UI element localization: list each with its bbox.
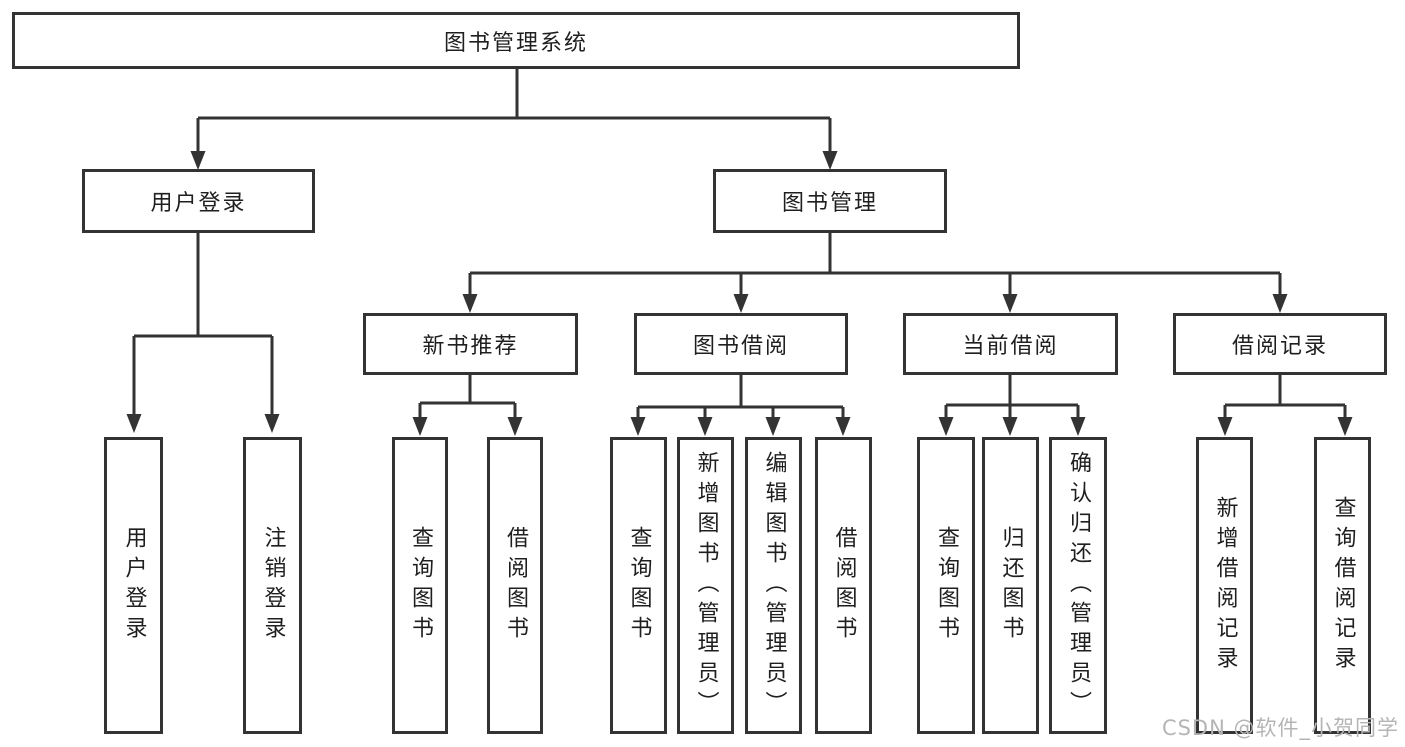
node-root-label: 图书管理系统 xyxy=(443,30,588,56)
leaf-recommend-query-books-label: 查询图书 xyxy=(408,525,433,646)
leaf-records-query-record-label: 查询借阅记录 xyxy=(1330,495,1356,676)
node-borrow-records-label: 借阅记录 xyxy=(1231,334,1328,359)
leaf-recommend-borrow-books-label: 借阅图书 xyxy=(503,525,528,646)
leaf-borrowing-query-books: 查询图书 xyxy=(610,437,667,734)
leaf-borrowing-add-books-admin-label: 新增图书（管理员） xyxy=(693,450,719,721)
leaf-recommend-query-books: 查询图书 xyxy=(392,437,448,734)
leaf-borrowing-edit-books-admin: 编辑图书（管理员） xyxy=(745,437,802,734)
node-root: 图书管理系统 xyxy=(12,12,1020,69)
node-current-borrowing-label: 当前借阅 xyxy=(962,334,1059,359)
leaf-current-query-books: 查询图书 xyxy=(917,437,975,734)
leaf-current-return-books: 归还图书 xyxy=(982,437,1039,734)
node-current-borrowing: 当前借阅 xyxy=(903,313,1118,375)
node-new-book-recommend-label: 新书推荐 xyxy=(422,334,519,359)
csdn-watermark: CSDN @软件_小贺同学 xyxy=(1161,716,1399,740)
leaf-current-confirm-return-admin-label: 确认归还（管理员） xyxy=(1066,450,1091,721)
leaf-borrowing-add-books-admin: 新增图书（管理员） xyxy=(677,437,734,734)
leaf-current-query-books-label: 查询图书 xyxy=(934,525,959,646)
leaf-records-add-record-label: 新增借阅记录 xyxy=(1212,495,1238,676)
leaf-recommend-borrow-books: 借阅图书 xyxy=(487,437,543,734)
leaf-records-add-record: 新增借阅记录 xyxy=(1196,437,1253,734)
node-new-book-recommend: 新书推荐 xyxy=(363,313,578,375)
leaf-user-login: 用户登录 xyxy=(104,437,163,734)
node-book-management-label: 图书管理 xyxy=(781,191,878,216)
node-user-login-label: 用户登录 xyxy=(150,191,247,216)
leaf-borrowing-borrow-books: 借阅图书 xyxy=(815,437,872,734)
leaf-logout: 注销登录 xyxy=(243,437,302,734)
leaf-records-query-record: 查询借阅记录 xyxy=(1314,437,1371,734)
node-book-management: 图书管理 xyxy=(713,169,947,233)
leaf-borrowing-edit-books-admin-label: 编辑图书（管理员） xyxy=(761,450,787,721)
node-borrow-records: 借阅记录 xyxy=(1173,313,1387,375)
leaf-borrowing-borrow-books-label: 借阅图书 xyxy=(831,525,857,646)
leaf-current-confirm-return-admin: 确认归还（管理员） xyxy=(1049,437,1107,734)
leaf-user-login-label: 用户登录 xyxy=(121,525,147,646)
leaf-logout-label: 注销登录 xyxy=(260,525,286,646)
node-user-login: 用户登录 xyxy=(82,169,315,233)
node-book-borrowing: 图书借阅 xyxy=(634,313,848,375)
leaf-borrowing-query-books-label: 查询图书 xyxy=(626,525,652,646)
leaf-current-return-books-label: 归还图书 xyxy=(998,525,1024,646)
node-book-borrowing-label: 图书借阅 xyxy=(692,334,789,359)
